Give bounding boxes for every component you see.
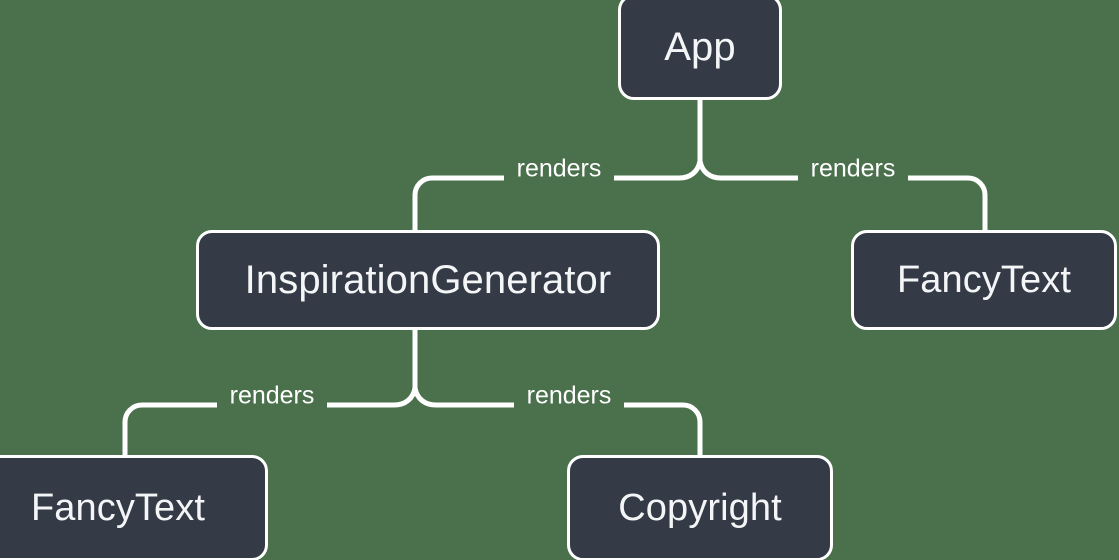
node-inspirationgenerator-label: InspirationGenerator [244, 258, 612, 302]
node-fancytext-bottom[interactable]: FancyText [0, 455, 268, 560]
edge-label-inspiration-to-copyright: renders [526, 381, 612, 410]
node-fancytext-right-label: FancyText [896, 259, 1072, 301]
node-app-label: App [664, 25, 736, 69]
edge-label-app-to-fancytext-right: renders [810, 154, 896, 183]
node-fancytext-bottom-label: FancyText [30, 487, 206, 529]
edge-label-app-to-inspiration: renders [516, 154, 602, 183]
node-app[interactable]: App [618, 0, 782, 100]
node-copyright[interactable]: Copyright [567, 455, 833, 560]
node-copyright-label: Copyright [618, 487, 782, 529]
node-fancytext-right[interactable]: FancyText [851, 230, 1117, 330]
node-inspirationgenerator[interactable]: InspirationGenerator [196, 230, 660, 330]
edge-label-inspiration-to-fancytext-bottom: renders [229, 381, 315, 410]
